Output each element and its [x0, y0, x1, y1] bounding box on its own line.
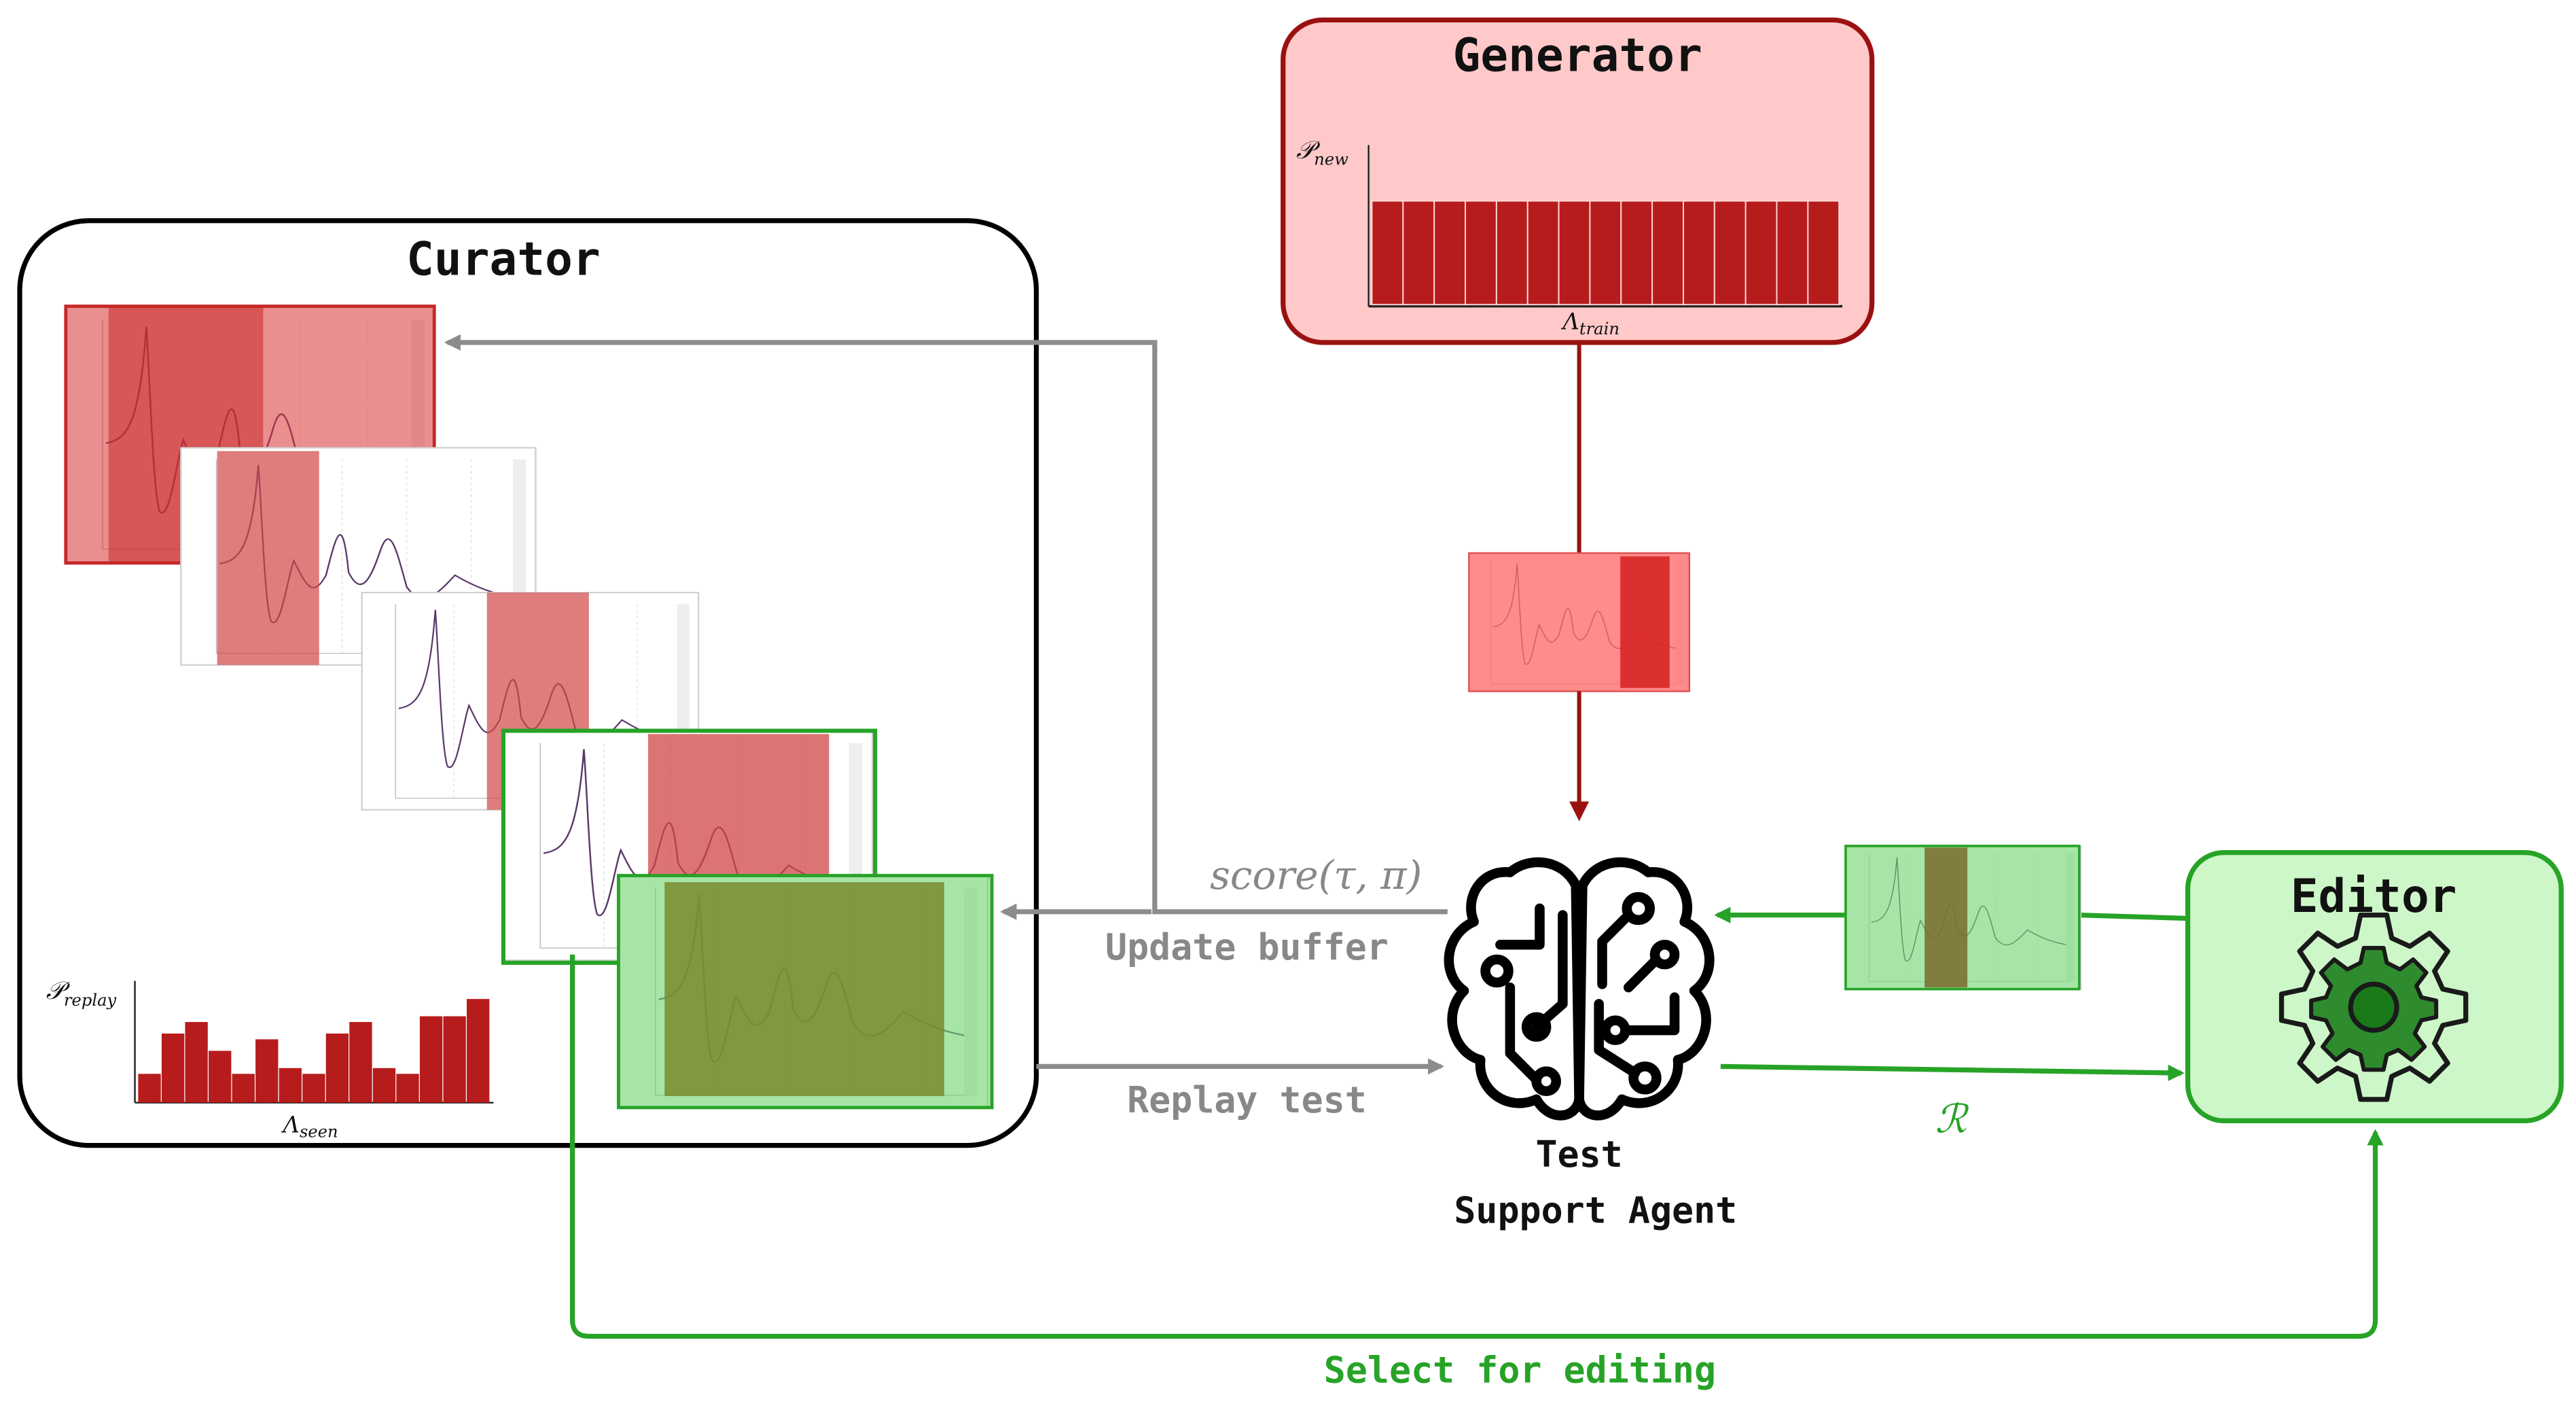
curator-hist-bar: [161, 1033, 185, 1103]
curator-hist-xlabel-main: Λ: [281, 1111, 299, 1138]
curator-hist-ylabel-sub: replay: [64, 991, 117, 1010]
generator-title: Generator: [1452, 28, 1702, 82]
generator-hist-bar: [1526, 200, 1560, 306]
curator-hist-bar: [255, 1039, 279, 1103]
generator-box: Generator 𝒫new Λtrain: [1281, 17, 1875, 345]
generator-hist-bar: [1651, 200, 1684, 306]
generator-hist-ylabel-sub: new: [1314, 149, 1348, 169]
generator-hist-xlabel: Λtrain: [1560, 309, 1620, 338]
curator-hist-xlabel: Λseen: [281, 1111, 338, 1141]
generator-hist-bar: [1807, 200, 1840, 306]
curator-hist-bars: [138, 999, 490, 1103]
curator-hist-bar: [419, 1016, 443, 1103]
replay-test-label: Replay test: [1127, 1079, 1367, 1121]
curator-hist-bar: [325, 1033, 349, 1103]
buffer-card-2: [180, 446, 537, 666]
buffer-card-5: [617, 874, 994, 1110]
curator-histogram: 𝒫replay Λseen: [46, 976, 494, 1142]
curator-hist-bar: [232, 1074, 255, 1103]
curator-hist-xlabel-sub: seen: [300, 1123, 338, 1142]
curator-hist-bar: [349, 1022, 372, 1103]
generator-hist-bar: [1558, 200, 1591, 306]
curator-hist-bar: [443, 1016, 466, 1103]
generator-hist-bar: [1495, 200, 1528, 306]
generator-hist-xlabel-main: Λ: [1560, 309, 1579, 335]
editor-to-card-line: [2079, 912, 2188, 921]
generator-hist-bar: [1465, 200, 1497, 306]
curator-hist-ylabel: 𝒫replay: [46, 976, 117, 1010]
generator-hist-bars: [1371, 200, 1840, 306]
score-label: score(τ, π): [1210, 852, 1422, 898]
curator-hist-bar: [209, 1051, 232, 1103]
curator-hist-bar: [302, 1074, 325, 1103]
agent-to-editor-arrow: [1720, 1063, 2185, 1081]
generator-hist-bar: [1745, 200, 1778, 306]
reward-label: ℛ: [1935, 1095, 1969, 1142]
curator-hist-bar: [396, 1074, 419, 1103]
generator-hist-bar: [1713, 200, 1747, 306]
generator-hist-bar: [1620, 200, 1653, 306]
generator-hist-bar: [1371, 200, 1404, 306]
edited-test-card: [1844, 845, 2081, 991]
generator-hist-bar: [1402, 200, 1435, 306]
generator-hist-ylabel: 𝒫new: [1296, 135, 1348, 169]
generator-hist-bar: [1589, 200, 1622, 306]
new-test-card: [1468, 552, 1691, 692]
generator-hist-xlabel-sub: train: [1579, 319, 1620, 338]
update-top-arrow: [444, 334, 1448, 915]
select-for-editing-arrow: [570, 954, 2384, 1339]
curator-hist-bar: [279, 1068, 302, 1103]
select-for-editing-label: Select for editing: [1324, 1349, 1716, 1391]
brain-circuit-icon: [1444, 857, 1715, 1121]
generator-hist-bar: [1682, 200, 1715, 306]
curator-title: Curator: [406, 232, 601, 286]
curator-hist-bar: [467, 999, 490, 1103]
curator-hist-bar: [138, 1074, 161, 1103]
replay-buffer-stack: [64, 304, 994, 1110]
gear-icon: [2278, 912, 2469, 1102]
curator-hist-bar: [185, 1022, 208, 1103]
update-buffer-label: Update buffer: [1105, 926, 1389, 968]
agent-label-line2: Support Agent: [1454, 1189, 1737, 1231]
agent-label-line1: Test: [1535, 1133, 1622, 1176]
curator-hist-bar: [372, 1068, 396, 1103]
generator-hist-bar: [1433, 200, 1467, 306]
generator-hist-bar: [1776, 200, 1809, 306]
